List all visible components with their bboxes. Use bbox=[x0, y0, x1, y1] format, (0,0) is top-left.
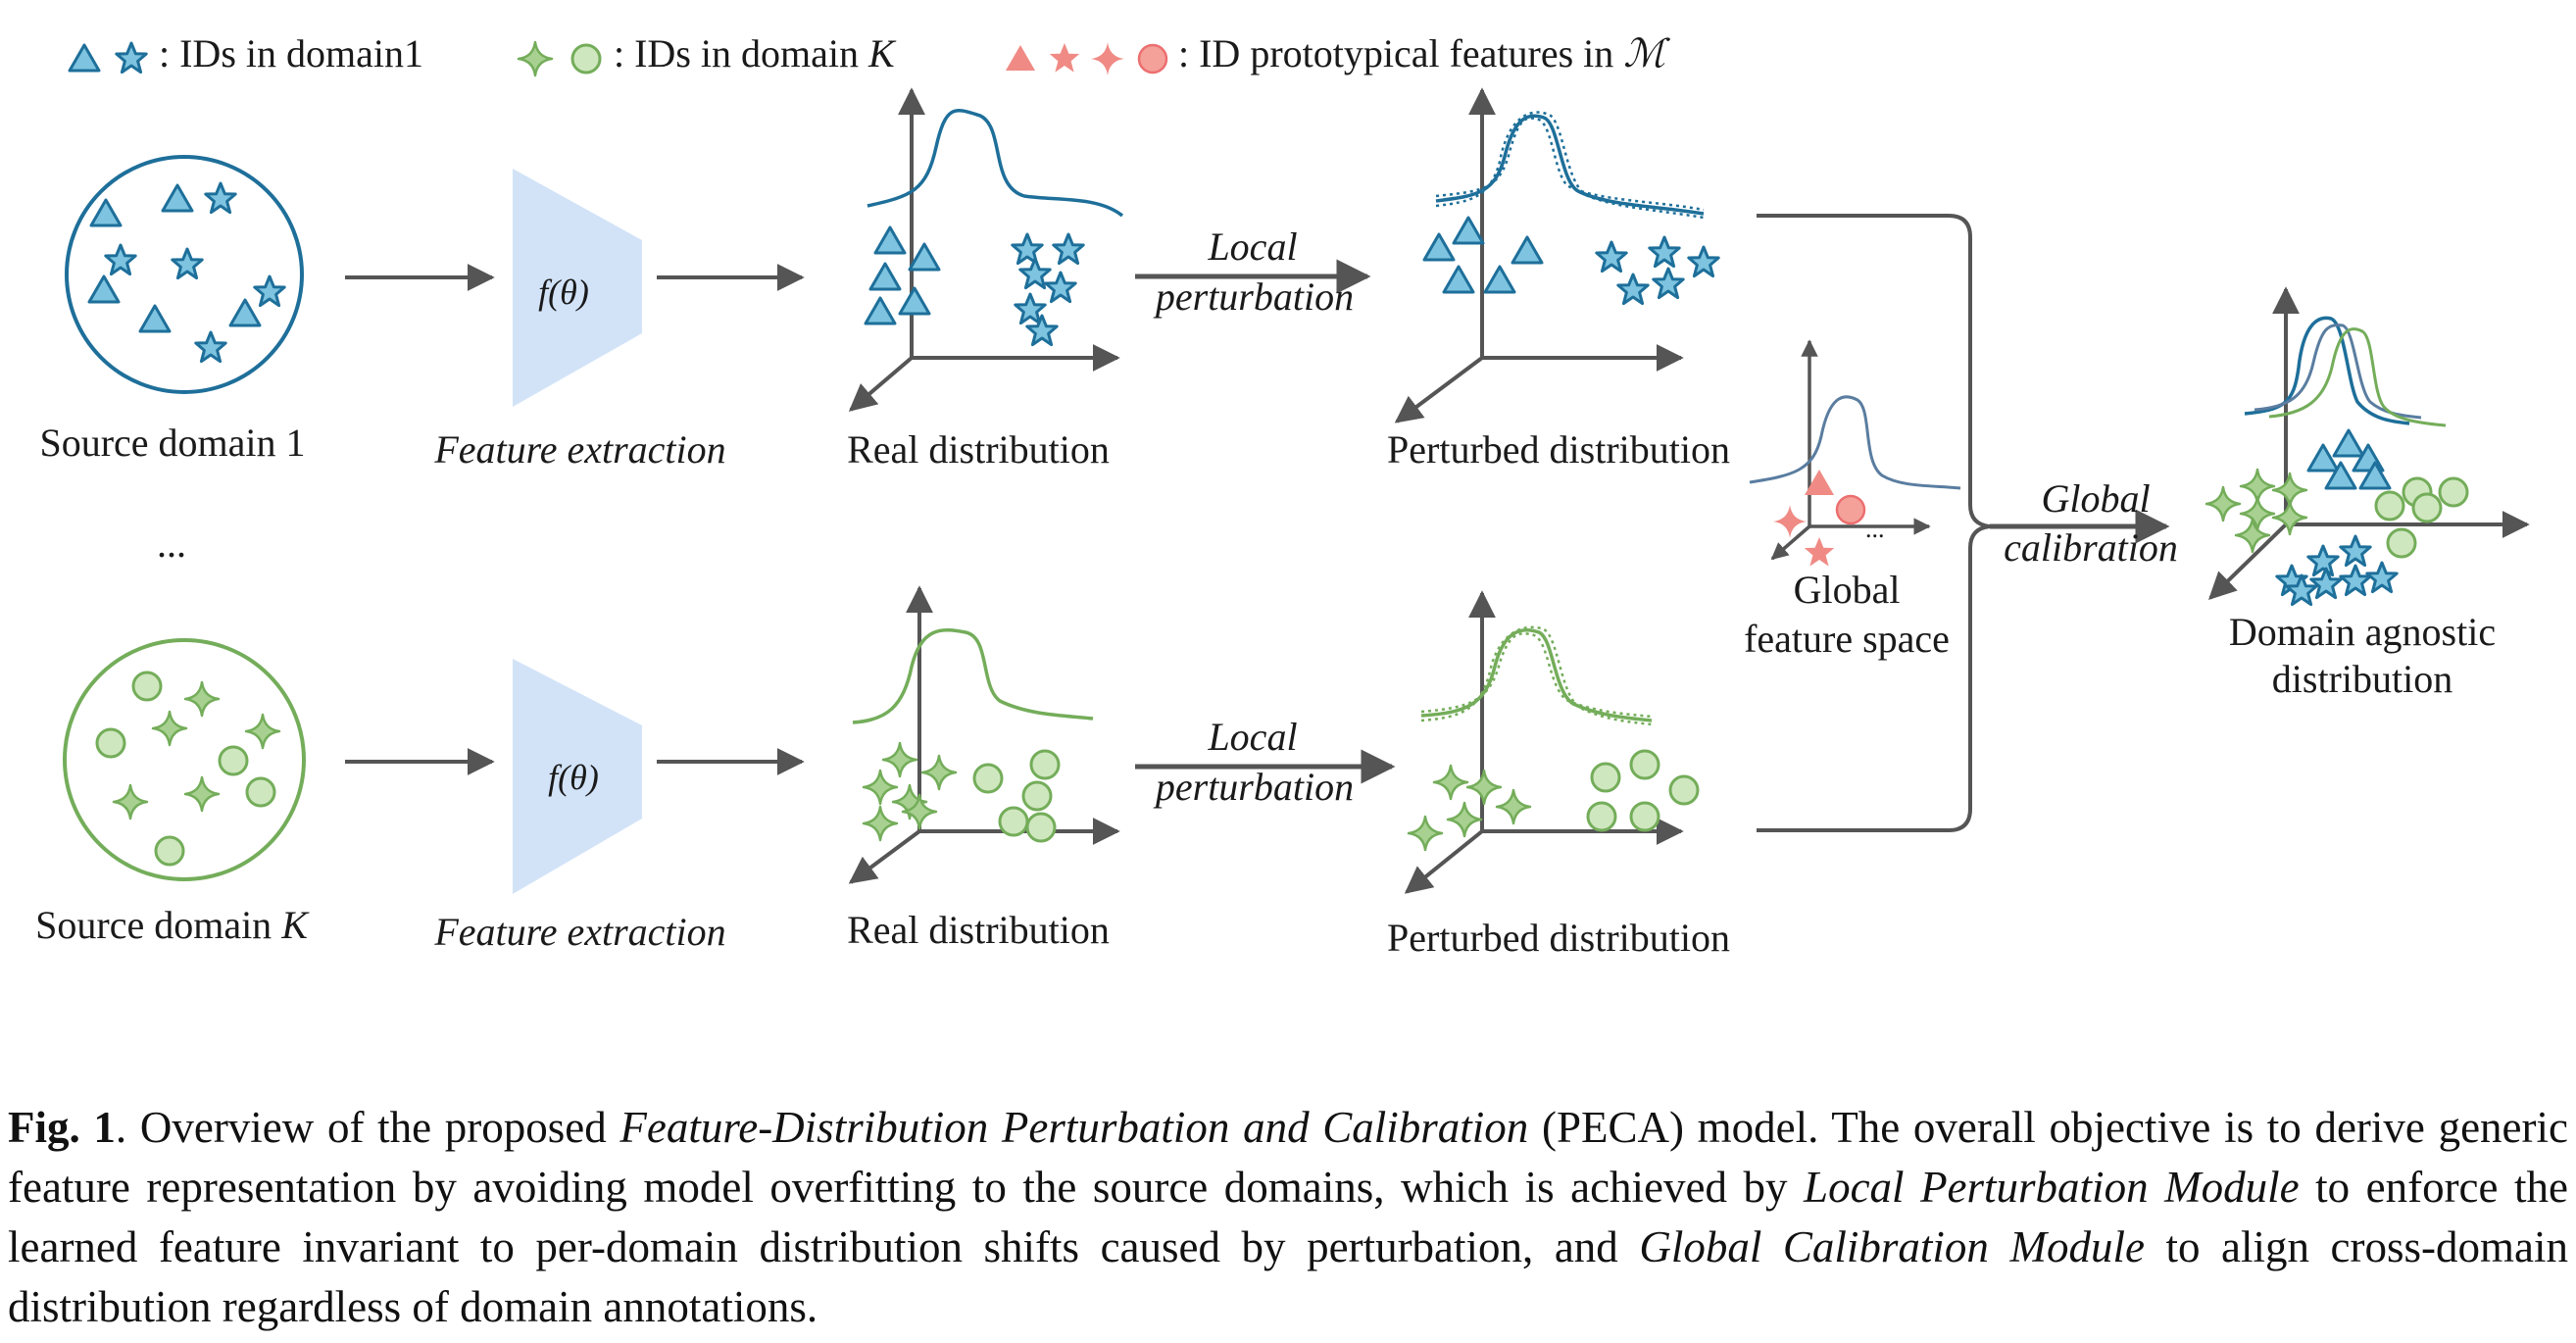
legend-domaink-text: : IDs in domain K bbox=[614, 31, 897, 75]
legend-prototypes-text: : ID prototypical features in ℳ bbox=[1178, 31, 1670, 75]
local-label-1: Local bbox=[1207, 224, 1297, 269]
legend-domain1-text: : IDs in domain1 bbox=[159, 31, 423, 75]
global-feature-space-label-1: Global bbox=[1794, 568, 1901, 612]
real-distribution-k-label: Real distribution bbox=[847, 908, 1110, 952]
domain-agnostic-label-1: Domain agnostic bbox=[2229, 610, 2496, 654]
global-feature-space-plot: ... bbox=[1749, 339, 1961, 567]
peca-overview-figure: : IDs in domain1 : IDs in domain K : ID … bbox=[35, 31, 2530, 960]
source-domain-1-circle bbox=[65, 155, 304, 394]
caption-module-2: Global Calibration Module bbox=[1639, 1222, 2145, 1271]
global-feature-space-label-2: feature space bbox=[1744, 617, 1950, 661]
caption-fig-label: Fig. 1 bbox=[8, 1103, 116, 1152]
global-label: Global bbox=[2041, 476, 2150, 521]
legend: : IDs in domain1 : IDs in domain K : ID … bbox=[68, 31, 1670, 77]
domain-ellipsis: ... bbox=[157, 522, 186, 566]
feature-extractor-1: f(θ) bbox=[513, 169, 642, 407]
perturbed-distribution-k-label: Perturbed distribution bbox=[1387, 916, 1730, 960]
perturbed-distribution-1-plot bbox=[1394, 87, 1720, 423]
real-distribution-k-plot bbox=[848, 585, 1120, 884]
legend-red-circle-icon bbox=[1137, 43, 1168, 75]
legend-star-icon bbox=[115, 41, 148, 75]
local-label-k: Local bbox=[1207, 715, 1297, 759]
caption-text-3: to align cross-domain distribution regar… bbox=[8, 1222, 2568, 1331]
perturbation-label-k: perturbation bbox=[1153, 765, 1354, 809]
caption-module-1: Local Perturbation Module bbox=[1804, 1163, 2300, 1212]
caption-text-1: (PECA) model. The overall objective is t… bbox=[8, 1103, 2568, 1212]
caption-separator: . Overview of the proposed bbox=[115, 1103, 620, 1152]
feature-extractor-k: f(θ) bbox=[513, 659, 642, 894]
real-distribution-1-plot bbox=[848, 87, 1124, 412]
source-domain-k-circle bbox=[63, 638, 306, 881]
perturbation-label-1: perturbation bbox=[1153, 274, 1354, 319]
perturbed-distribution-1-label: Perturbed distribution bbox=[1387, 427, 1730, 472]
feature-extraction-label-1: Feature extraction bbox=[433, 427, 725, 472]
perturbed-distribution-k-plot bbox=[1404, 590, 1700, 894]
f-theta-label-k: f(θ) bbox=[548, 758, 599, 797]
feature-extraction-label-k: Feature extraction bbox=[433, 910, 725, 954]
legend-circle-icon bbox=[570, 43, 602, 75]
source-domain-k-label: Source domain K bbox=[35, 903, 310, 947]
real-distribution-1-label: Real distribution bbox=[847, 427, 1110, 472]
legend-red-star-icon bbox=[1049, 43, 1080, 73]
domain-agnostic-label-2: distribution bbox=[2272, 657, 2452, 701]
legend-red-triangle-icon bbox=[1006, 45, 1035, 71]
source-domain-1-label: Source domain 1 bbox=[39, 421, 305, 465]
caption-text-2: to enforce the learned feature invariant… bbox=[8, 1163, 2568, 1271]
legend-triangle-icon bbox=[68, 43, 101, 73]
f-theta-label-1: f(θ) bbox=[538, 273, 589, 312]
domain-agnostic-distribution-plot bbox=[2204, 286, 2530, 607]
figure-caption: Fig. 1. Overview of the proposed Feature… bbox=[8, 1098, 2568, 1337]
legend-sparkle-icon bbox=[517, 40, 554, 77]
legend-red-sparkle-icon bbox=[1091, 42, 1124, 75]
calibration-label: calibration bbox=[2004, 525, 2178, 570]
global-dots: ... bbox=[1865, 515, 1885, 543]
caption-model-name: Feature-Distribution Perturbation and Ca… bbox=[619, 1103, 1529, 1152]
